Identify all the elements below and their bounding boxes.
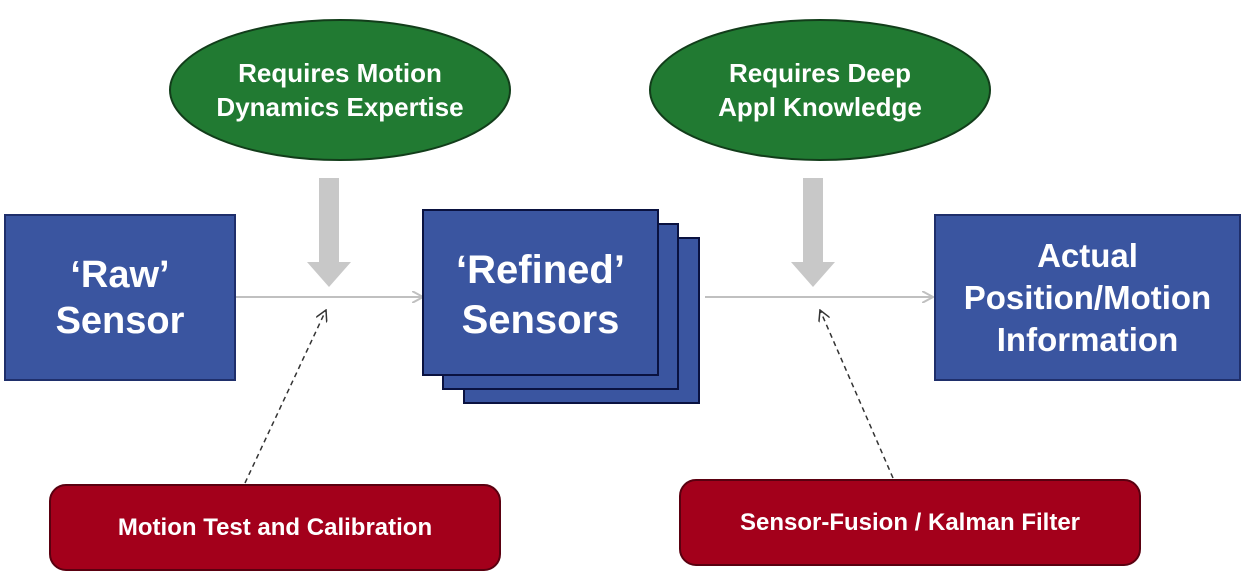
sensor-fusion-box [679, 479, 1141, 566]
motion-test-label: Motion Test and Calibration [117, 513, 433, 541]
deep-appl-ellipse [649, 19, 991, 161]
dashed-arrow-right [820, 310, 894, 479]
dashed-arrow-left [244, 310, 326, 484]
deep-appl-label: Requires Deep Appl Knowledge [718, 58, 922, 122]
down-arrow-left [307, 178, 351, 287]
raw-sensor-label: ‘Raw’ Sensor [55, 253, 185, 342]
motion-dynamics-ellipse [169, 19, 511, 161]
motion-dynamics-label: Requires Motion Dynamics Expertise [216, 58, 464, 122]
motion-test-box [49, 484, 501, 571]
refined-sensors-front-box [422, 209, 659, 376]
down-arrow-right [791, 178, 835, 287]
actual-info-box [934, 214, 1241, 381]
sensor-fusion-label: Sensor-Fusion / Kalman Filter [739, 508, 1081, 536]
actual-info-label: Actual Position/Motion Information [963, 236, 1212, 358]
refined-sensors-label: ‘Refined’ Sensors [456, 247, 625, 342]
raw-sensor-box [4, 214, 236, 381]
